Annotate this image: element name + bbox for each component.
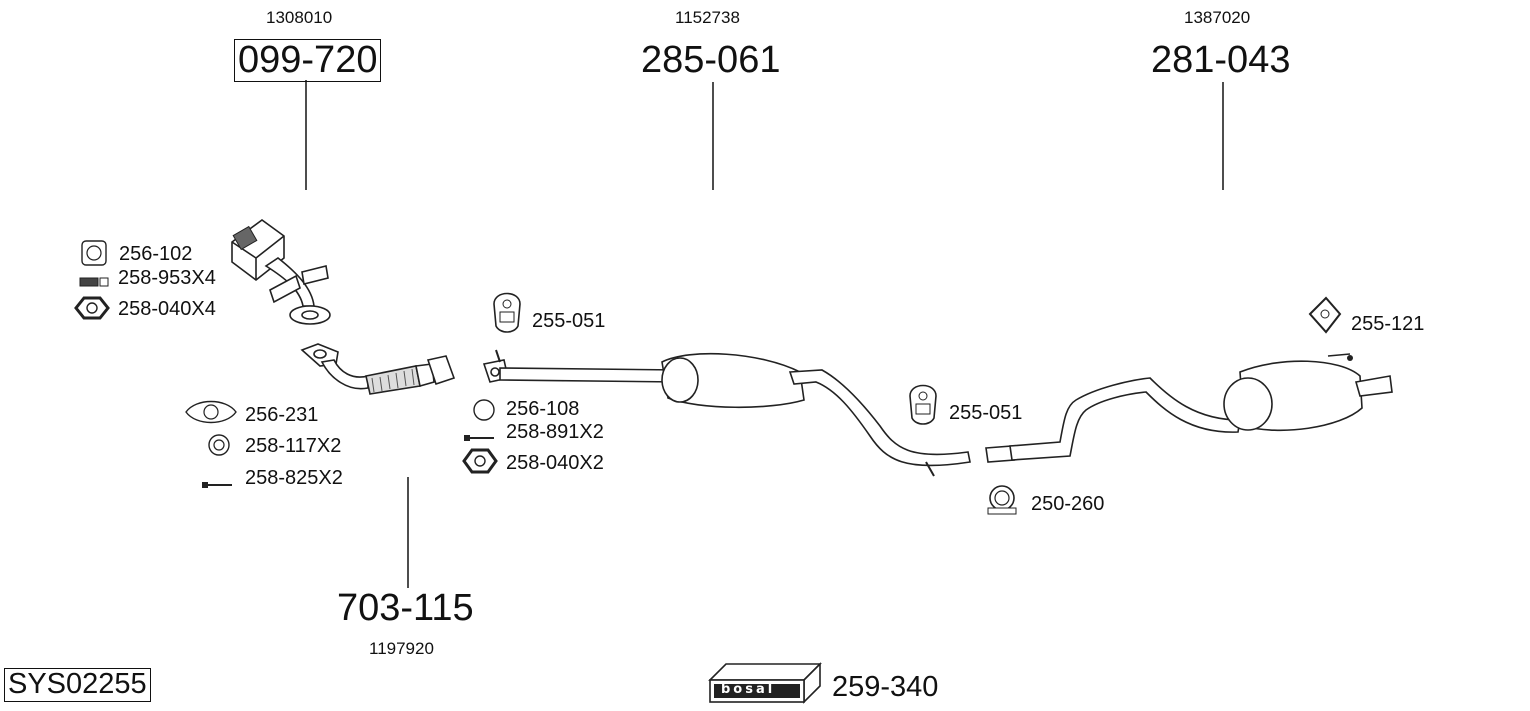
hanger-label-front[interactable]: 255-051 [532, 310, 606, 332]
clamp-label[interactable]: 250-260 [1031, 493, 1105, 515]
flex-pipe-part-number[interactable]: 703-115 [337, 587, 474, 629]
stud-icon [202, 482, 232, 488]
front-pipe-reference: 1308010 [266, 8, 333, 27]
rear-silencer-drawing [985, 353, 1393, 463]
bosal-box-icon [708, 662, 822, 704]
ring-gasket-icon [473, 399, 495, 421]
bosal-logo-text: bosal [721, 682, 776, 697]
rear-silencer-reference: 1387020 [1184, 8, 1251, 27]
accessory-label[interactable]: 256-102 [119, 243, 193, 265]
accessory-label[interactable]: 258-117X2 [245, 435, 342, 457]
front-pipe-part-number[interactable]: 099-720 [234, 39, 382, 82]
rear-silencer-part-number[interactable]: 281-043 [1151, 39, 1291, 81]
center-silencer-drawing [482, 349, 971, 477]
center-silencer-part-number[interactable]: 285-061 [641, 39, 781, 81]
flex-pipe-reference: 1197920 [369, 639, 434, 658]
hex-nut-icon [462, 448, 498, 474]
gasket-oval-icon [185, 400, 237, 424]
hex-nut-icon [74, 296, 110, 320]
rubber-hanger-icon [493, 292, 521, 333]
accessory-label[interactable]: 258-040X4 [118, 298, 216, 320]
hanger-label-mid[interactable]: 255-051 [949, 402, 1023, 424]
flex-pipe-drawing [300, 343, 456, 395]
bolt-set-icon [79, 277, 109, 287]
accessory-label[interactable]: 256-108 [506, 398, 580, 420]
rubber-hanger-icon [1308, 296, 1342, 334]
hanger-label-rear[interactable]: 255-121 [1351, 313, 1425, 335]
accessory-label[interactable]: 258-953X4 [118, 267, 216, 289]
stud-icon [464, 435, 494, 441]
system-code: SYS02255 [4, 668, 151, 702]
accessory-label[interactable]: 258-825X2 [245, 467, 343, 489]
front-pipe-drawing [231, 219, 331, 325]
accessory-label[interactable]: 258-040X2 [506, 452, 604, 474]
gasket-square-icon [81, 240, 107, 266]
rubber-hanger-icon [909, 384, 937, 425]
kit-number[interactable]: 259-340 [832, 671, 939, 703]
clamp-icon [987, 485, 1017, 515]
center-silencer-reference: 1152738 [675, 8, 740, 27]
accessory-label[interactable]: 256-231 [245, 404, 319, 426]
accessory-label[interactable]: 258-891X2 [506, 421, 604, 443]
ring-gasket-icon [208, 434, 230, 456]
